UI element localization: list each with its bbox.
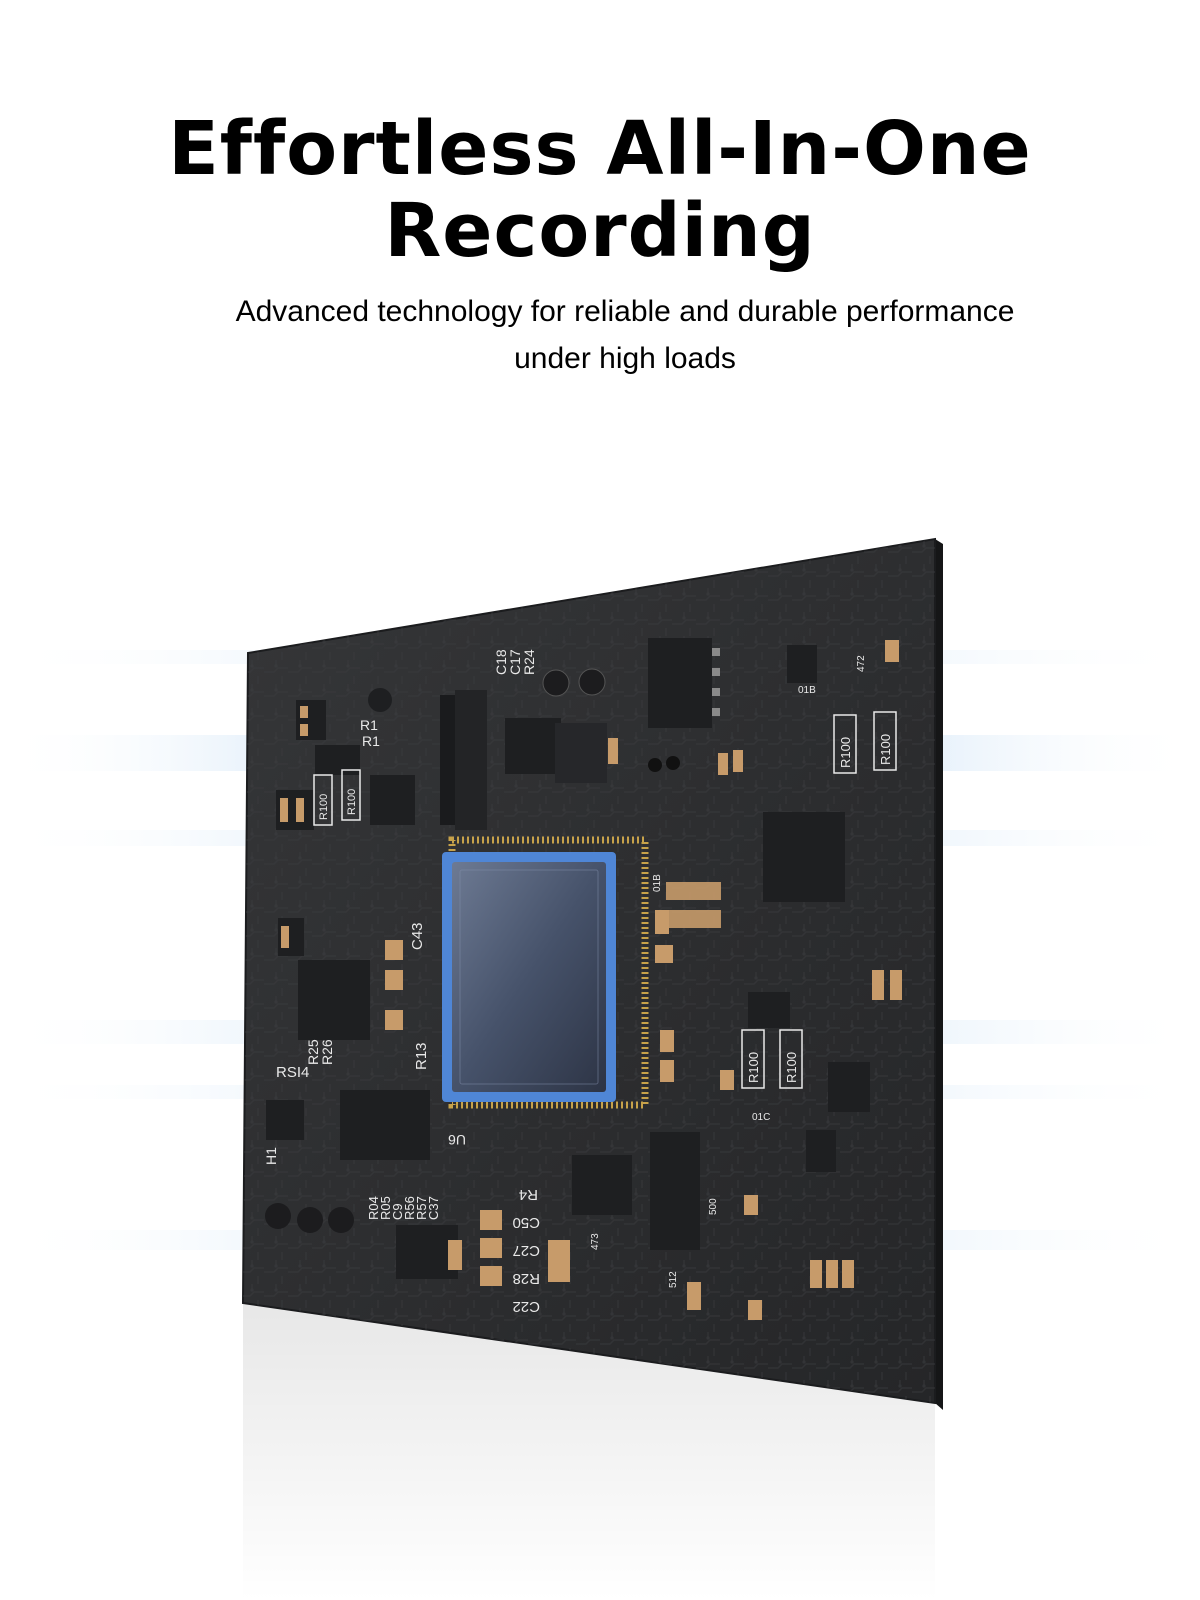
label-c18: C18 bbox=[493, 649, 509, 675]
label-512: 512 bbox=[668, 1271, 679, 1288]
label-r100-a: R100 bbox=[838, 737, 853, 768]
label-rsi4: RSI4 bbox=[276, 1064, 309, 1081]
main-processor-chip bbox=[442, 836, 649, 1109]
label-r100-d: R100 bbox=[784, 1052, 799, 1083]
label-c27: C27 bbox=[512, 1242, 540, 1259]
label-c22: C22 bbox=[512, 1298, 540, 1315]
label-r57: R57 bbox=[414, 1196, 429, 1220]
label-500: 500 bbox=[708, 1198, 719, 1215]
silkscreen-labels: U6 C43 R13 R25 R26 RSI4 H1 R1 R1 C18 C17… bbox=[263, 649, 897, 1315]
label-c9: C9 bbox=[390, 1203, 405, 1220]
label-472: 472 bbox=[856, 655, 867, 672]
label-r1-b: R1 bbox=[362, 733, 380, 749]
label-r25: R25 bbox=[305, 1039, 321, 1065]
label-r04: R04 bbox=[366, 1196, 381, 1220]
label-c50: C50 bbox=[512, 1214, 540, 1231]
circuit-board-svg: U6 C43 R13 R25 R26 RSI4 H1 R1 R1 C18 C17… bbox=[0, 537, 1200, 1600]
board-components bbox=[265, 638, 902, 1320]
page-title: Effortless All-In-One Recording bbox=[0, 108, 1200, 272]
label-h1: H1 bbox=[263, 1147, 279, 1165]
label-c37: C37 bbox=[426, 1196, 441, 1220]
label-01b-a: 01B bbox=[652, 874, 663, 892]
label-r1-a: R1 bbox=[360, 717, 378, 733]
title-line-1: Effortless All-In-One bbox=[168, 106, 1032, 192]
label-r56: R56 bbox=[402, 1196, 417, 1220]
label-c43: C43 bbox=[409, 922, 426, 950]
label-u6: U6 bbox=[448, 1132, 466, 1148]
label-r05: R05 bbox=[378, 1196, 393, 1220]
label-r100-b: R100 bbox=[878, 734, 893, 765]
label-r100-c: R100 bbox=[746, 1052, 761, 1083]
label-r24: R24 bbox=[521, 649, 537, 675]
label-r28: R28 bbox=[512, 1270, 540, 1287]
page-subtitle: Advanced technology for reliable and dur… bbox=[160, 288, 1090, 382]
circuit-board-illustration: U6 C43 R13 R25 R26 RSI4 H1 R1 R1 C18 C17… bbox=[0, 420, 1200, 1600]
label-r4: R4 bbox=[519, 1186, 538, 1203]
subtitle-line-2: under high loads bbox=[514, 342, 736, 375]
label-c17: C17 bbox=[507, 649, 523, 675]
title-line-2: Recording bbox=[384, 188, 816, 274]
label-01c: 01C bbox=[752, 1112, 770, 1123]
subtitle-line-1: Advanced technology for reliable and dur… bbox=[235, 295, 1015, 328]
label-r100-f: R100 bbox=[346, 789, 358, 815]
label-r13: R13 bbox=[413, 1042, 430, 1070]
label-r100-e: R100 bbox=[318, 794, 330, 820]
label-473-a: 473 bbox=[590, 1233, 601, 1250]
label-01b-b: 01B bbox=[798, 685, 816, 696]
hero-header: Effortless All-In-One Recording Advanced… bbox=[0, 0, 1200, 400]
label-r26: R26 bbox=[319, 1039, 335, 1065]
